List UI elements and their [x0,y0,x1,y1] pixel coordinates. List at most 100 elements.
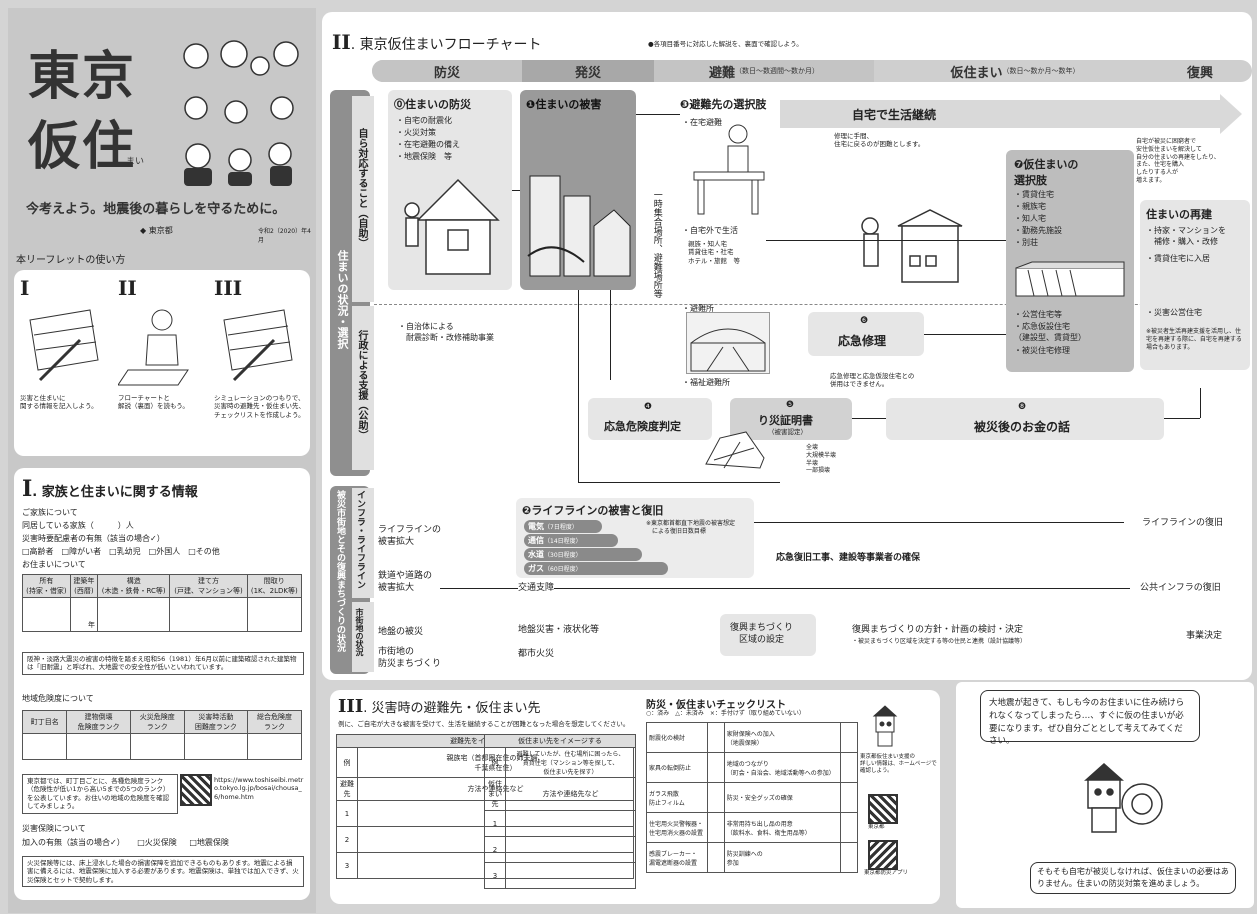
risk-cell[interactable] [183,733,249,760]
checklist-box[interactable] [840,722,858,753]
section1-num: I [22,476,33,502]
usage-num-3: III [214,276,243,300]
risk-cell[interactable] [21,733,68,760]
box-evac-title: ❸避難先の選択肢 [680,98,767,111]
section3-num: III [338,696,364,717]
temp-input[interactable] [505,862,636,889]
risk-table: 町丁目名 建物倒壊 危険度ランク 火災危険度 ランク 災害時活動 困難度ランク … [21,710,302,760]
box-repair: ❻ 応急修理 [808,312,924,356]
checklist-box[interactable] [706,722,725,753]
town-band [352,602,374,672]
box-rebuild-title: 住まいの再建 [1146,208,1212,221]
row-mid: 都市火災 [518,649,555,659]
usage-col-2: II フローチャートと 解説（裏面）を読もう。 [117,276,210,446]
speech-bubble-bottom: そもそも自宅が被災しなければ、仮住まいの必要はありません。住まいの防災対策を進め… [1030,862,1236,894]
checklist-row: 家具の転倒防止地域のつながり （町会・自治会、地域活動等への参加） [646,752,858,783]
people-illustration [176,36,306,188]
side-note: 自宅が被災に困窮者で 安住仮住まいを解決して 自分の住まいの再建をしたり、 また… [1136,138,1220,184]
section3-title: III. 災害時の避難先・仮住まい先 [338,696,541,717]
checklist-box[interactable] [706,812,725,843]
certificate-title: り災証明書 [758,414,813,427]
risk-cell[interactable] [66,733,131,760]
box-prevention-title: ⓪住まいの防災 [394,98,471,111]
risk-note: 東京都では、町丁目ごとに、各種危険度ランク（危険性が低い1から高い5までの5つの… [22,774,178,814]
repair-title: 応急修理 [838,334,887,348]
checklist-item: 非常用持ち出し品の用意 （飲料水、食料、衛生用品等） [723,812,842,843]
repair-num: ❻ [860,316,869,326]
insurance-fire-checkbox[interactable]: □火災保険 [137,838,177,847]
repair-note: 修理に手間、 住宅に戻るのが困難とします。 [834,132,925,149]
temp-input[interactable] [505,810,636,837]
checklist-item: 感震ブレーカー・ 漏電遮断器の設置 [646,842,708,873]
public-help-label: 行政による支援（公助） [356,330,367,440]
phase-label: 防災 [433,65,460,81]
title-line1: 東京 [28,47,137,107]
temp-table-head: 仮住まい先をイメージする [484,734,636,748]
phase-disaster: 発災 [522,60,654,82]
section3-title-text: . 災害時の避難先・仮住まい先 [363,701,541,716]
risk-heading: 地域危険度について [22,694,94,703]
lifeline-note: ※東京都首都直下地震の被害想定 による復旧日数目標 [646,520,736,535]
live-continue-arrow [780,100,1220,128]
risk-cell[interactable] [129,733,185,760]
checklist-box[interactable] [706,752,725,783]
home-cell[interactable] [97,597,171,632]
evac-shelter: ・避難所 [682,304,714,313]
quake-note: 阪神・淡路大震災の被害の特徴を踏まえ昭和56（1981）年6月以前に建築確認され… [22,652,304,675]
lifeline-days: （7日程度） [544,524,578,531]
vulnerable-options[interactable]: □高齢者 □障がい者 □乳幼児 □外国人 □その他 [22,547,220,556]
home-cell[interactable] [169,597,248,632]
risk-cell[interactable] [247,733,302,760]
checklist-box[interactable] [706,842,725,873]
house-icon [404,178,500,275]
row-num: 1 [336,800,358,827]
damaged-city-icon [527,175,631,277]
checklist-box[interactable] [840,812,858,843]
risk-url[interactable]: https://www.toshiseibi.metro.tokyo.lg.jp… [214,776,304,801]
lifeline-name: 電気 [528,522,544,531]
mascot-note: 東京都仮住まい支援の 詳しい情報は、ホームページで 確認しよう。 [860,754,937,775]
risk-col: 建物倒壊 危険度ランク [66,710,131,734]
phase-label: 仮住まい [950,65,1003,81]
cover-panel: 東京 仮住 まい 今考えよう。地震後の暮らしを守るために。 ◆ 東京都 令和2（… [8,8,316,913]
usage-text-3: シミュレーションのつもりで、 災害時の避難先・仮住まい先、 チェックリストを作成… [214,394,305,419]
box-damage: ❶住まいの被害 [520,90,636,290]
usage-text-2: フローチャートと 解説（裏面）を読もう。 [118,394,189,411]
flow-arrow [512,190,520,191]
home-cell[interactable] [22,597,71,632]
risk-table-header: 町丁目名 建物倒壊 危険度ランク 火災危険度 ランク 災害時活動 困難度ランク … [21,710,302,734]
home-cell[interactable] [246,597,303,632]
repair-note2: 応急修理と応急仮設住宅との 併用はできません。 [830,372,915,389]
temp-option: ・賃貸住宅 [1014,190,1054,199]
qr-code-icon [180,774,212,806]
rebuild-public-note: ※被災者生活再建支援を活用し、住宅を再建する際に、自宅を再建する場合もあります。 [1146,328,1242,351]
temp-input[interactable] [505,836,636,863]
qr-code-icon [868,794,898,824]
evac-home: ・在宅避難 [682,118,722,127]
phase-label: 発災 [574,65,601,81]
temp-head: 仮住まい先をイメージする [484,734,636,748]
rebuild-item: ・賃貸住宅に入居 [1146,254,1210,263]
certificate-num: ❺ [786,400,795,410]
home-year-cell[interactable]: 年 [69,597,99,632]
checklist-box[interactable] [706,782,725,813]
checklist-box[interactable] [840,782,858,813]
lifeline-gas: ガス（60日程度） [524,562,668,575]
subsidy-text: ・自治体による 耐震診断・改修補助事業 [398,322,494,342]
infra-band-label: インフラ・ライフライン [355,490,365,589]
ex-label: 例 [336,747,358,778]
inspection-title: 応急危険度判定 [604,420,681,433]
inspection-num: ❹ [644,402,653,412]
checklist-box[interactable] [840,842,858,873]
public-help-band [352,306,374,470]
insurance-quake-checkbox[interactable]: □地震保険 [189,838,229,847]
flow-arrow [754,522,1124,523]
section-divider [374,304,1248,305]
temp-option: ・親族宅 [1014,202,1046,211]
row-left: ライフラインの 被害拡大 [378,525,442,548]
usage-text-1: 災害と住まいに 関する情報を記入しよう。 [20,394,98,411]
checklist-box[interactable] [840,752,858,783]
ex-label: 例 [484,747,506,778]
row-num: 3 [484,862,506,889]
live-continue-arrowhead [1220,94,1242,134]
